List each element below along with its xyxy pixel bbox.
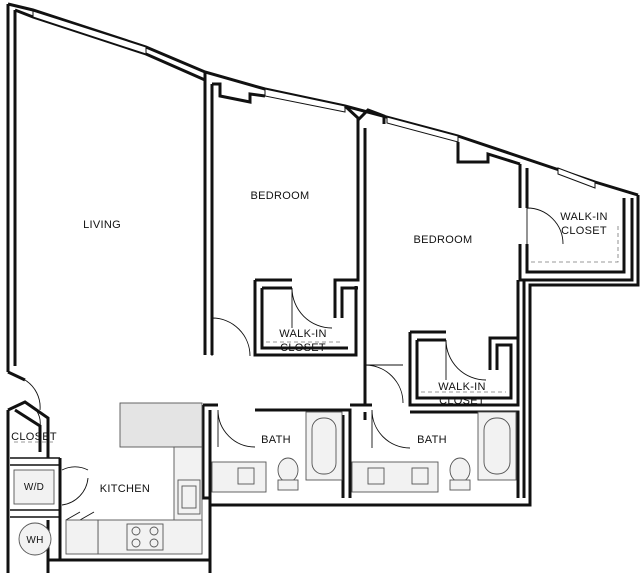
label-living: LIVING [83,219,121,231]
bedroom-1-walls [203,72,360,357]
doors [24,207,564,521]
refrigerator [65,519,99,555]
water-heater-tank [18,522,52,556]
label-bedroom-1: BEDROOM [251,190,310,202]
bath-1-fixtures [211,411,343,493]
room-labels: LIVING BEDROOM BEDROOM WALK-IN CLOSET WA… [11,190,608,546]
window-bedroom-2 [386,116,459,143]
window-bedroom-1 [264,88,346,113]
appliances [13,469,55,556]
label-bath-1: BATH [261,434,291,446]
label-walkin-2-line1: WALK-IN [438,381,486,393]
door-bedroom-2 [364,364,404,404]
label-walkin-2-line2: CLOSET [439,395,485,407]
toilet-1 [277,457,299,483]
label-bath-2: BATH [417,434,447,446]
door-bath-2 [371,409,411,449]
closet-rods [14,226,619,443]
vanity-1 [211,461,267,493]
toilet-2 [449,457,471,483]
window-walkin [557,167,596,189]
label-walkin-3-line2: CLOSET [561,225,607,237]
label-walkin-1-line2: CLOSET [280,342,326,354]
washer-dryer-box [13,469,55,505]
label-bedroom-2: BEDROOM [414,234,473,246]
door-wd [61,466,89,506]
door-bath-1 [217,409,256,448]
door-bedroom-1 [211,317,251,357]
bedroom-2-walls [356,108,632,407]
door-walkin-1 [291,287,333,329]
cooktop [126,523,164,551]
kitchen-island [119,402,203,448]
window-living [32,10,147,55]
door-wh [65,511,95,521]
label-walkin-1-line1: WALK-IN [279,328,327,340]
label-closet: CLOSET [11,431,57,443]
kitchen-fixtures [65,402,203,555]
door-walkin-3 [526,207,564,245]
door-closet [24,379,41,427]
label-water-heater: WH [26,535,43,546]
label-washer-dryer: W/D [24,482,44,493]
kitchen-sink-basin [181,485,197,509]
door-walkin-2 [445,339,487,381]
label-walkin-3-line1: WALK-IN [560,211,608,223]
bath-2-fixtures [351,411,517,493]
bath-walls [201,403,520,505]
label-kitchen: KITCHEN [100,483,150,495]
